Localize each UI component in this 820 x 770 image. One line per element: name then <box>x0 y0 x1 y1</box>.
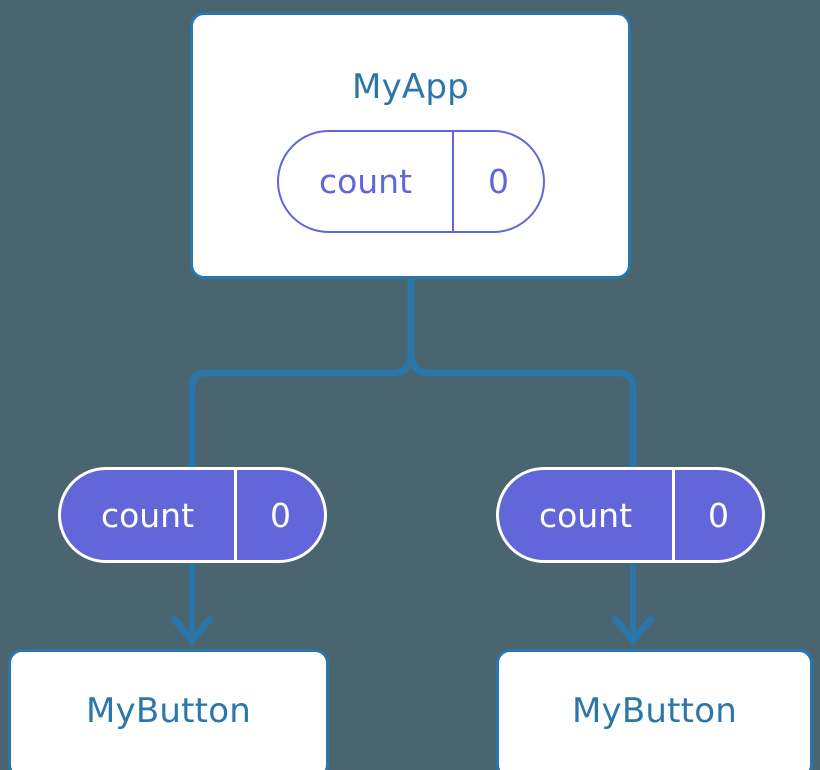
prop-pill-child-right-key: count <box>499 470 675 560</box>
component-title-mybutton-right: MyButton <box>572 691 737 731</box>
state-pill-myapp[interactable]: count 0 <box>277 130 545 233</box>
component-box-mybutton-right[interactable]: MyButton <box>496 649 813 770</box>
arrow-head-left-icon <box>170 615 214 644</box>
edge-branch-left <box>188 349 415 467</box>
component-title-myapp: MyApp <box>352 67 469 107</box>
arrow-head-right-icon <box>611 615 655 644</box>
state-pill-myapp-key: count <box>279 132 454 231</box>
component-title-mybutton-left: MyButton <box>86 691 251 731</box>
prop-pill-child-left-value: 0 <box>270 495 291 535</box>
prop-pill-child-right[interactable]: count 0 <box>496 467 765 563</box>
state-pill-myapp-value: 0 <box>488 162 509 201</box>
prop-pill-child-left[interactable]: count 0 <box>58 467 327 563</box>
component-box-mybutton-left[interactable]: MyButton <box>8 649 329 770</box>
prop-pill-child-left-key: count <box>61 470 237 560</box>
edge-branch-right <box>407 349 637 467</box>
prop-pill-child-right-value: 0 <box>708 495 729 535</box>
